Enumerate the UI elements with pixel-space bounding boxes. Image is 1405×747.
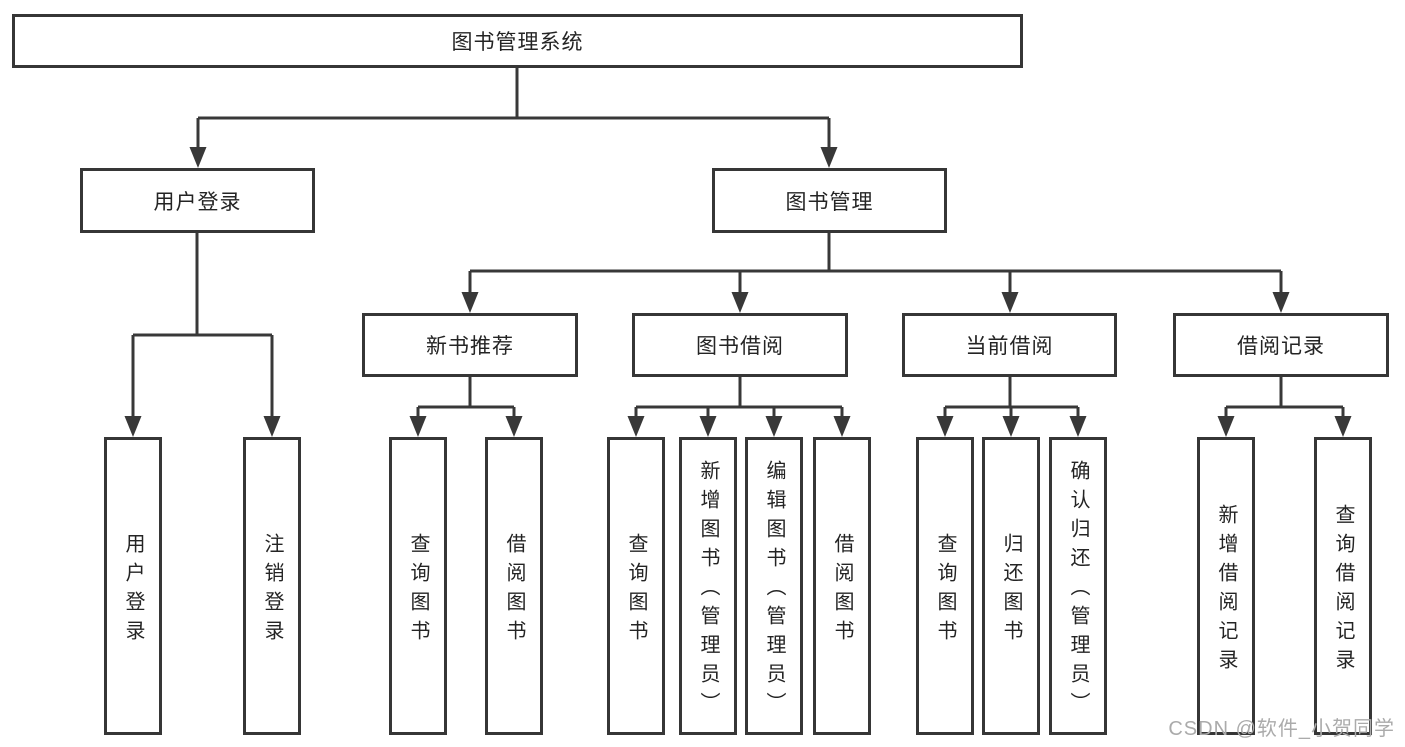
node-new-book-recommend: 新书推荐 <box>362 313 578 377</box>
connector-new-book-split <box>416 377 516 417</box>
node-leaf-user-login: 用户登录 <box>104 437 162 735</box>
node-leaf-return-book: 归还图书 <box>982 437 1040 735</box>
arrowheads <box>124 147 1352 437</box>
arrowhead <box>820 147 838 168</box>
arrowhead <box>461 292 479 313</box>
node-current-borrow: 当前借阅 <box>902 313 1117 377</box>
arrowhead <box>1217 416 1235 437</box>
node-borrow-records: 借阅记录 <box>1173 313 1389 377</box>
connector-user-login-split <box>131 233 274 417</box>
arrowhead <box>699 416 717 437</box>
node-leaf-query-books-2: 查询图书 <box>607 437 665 735</box>
arrowhead <box>1069 416 1087 437</box>
arrowhead <box>263 416 281 437</box>
node-library-system: 图书管理系统 <box>12 14 1023 68</box>
node-leaf-borrow-books-1: 借阅图书 <box>485 437 543 735</box>
arrowhead <box>1334 416 1352 437</box>
csdn-watermark: CSDN @软件_小贺同学 <box>1168 718 1395 740</box>
arrowhead <box>505 416 523 437</box>
node-leaf-confirm-return-admin: 确认归还（管理员） <box>1049 437 1107 735</box>
arrowhead <box>189 147 207 168</box>
connector-current-borrow-split <box>943 377 1080 417</box>
connector-book-management-split <box>468 233 1283 293</box>
node-user-login: 用户登录 <box>80 168 315 233</box>
arrowhead <box>833 416 851 437</box>
node-leaf-edit-book-admin: 编辑图书（管理员） <box>745 437 803 735</box>
node-leaf-query-books-1: 查询图书 <box>389 437 447 735</box>
arrowhead <box>731 292 749 313</box>
arrowhead <box>765 416 783 437</box>
connector-borrow-records-split <box>1224 377 1345 417</box>
node-book-management: 图书管理 <box>712 168 947 233</box>
arrowhead <box>936 416 954 437</box>
arrowhead <box>1272 292 1290 313</box>
connector-root-split <box>196 68 831 148</box>
arrowhead <box>1002 416 1020 437</box>
node-leaf-query-books-3: 查询图书 <box>916 437 974 735</box>
connector-book-borrow-split <box>634 377 844 417</box>
node-leaf-add-borrow-record: 新增借阅记录 <box>1197 437 1255 735</box>
arrowhead <box>409 416 427 437</box>
node-book-borrow: 图书借阅 <box>632 313 848 377</box>
node-leaf-borrow-books-2: 借阅图书 <box>813 437 871 735</box>
arrowhead <box>124 416 142 437</box>
node-leaf-query-borrow-record: 查询借阅记录 <box>1314 437 1372 735</box>
arrowhead <box>627 416 645 437</box>
node-leaf-logout: 注销登录 <box>243 437 301 735</box>
arrowhead <box>1001 292 1019 313</box>
node-leaf-add-book-admin: 新增图书（管理员） <box>679 437 737 735</box>
